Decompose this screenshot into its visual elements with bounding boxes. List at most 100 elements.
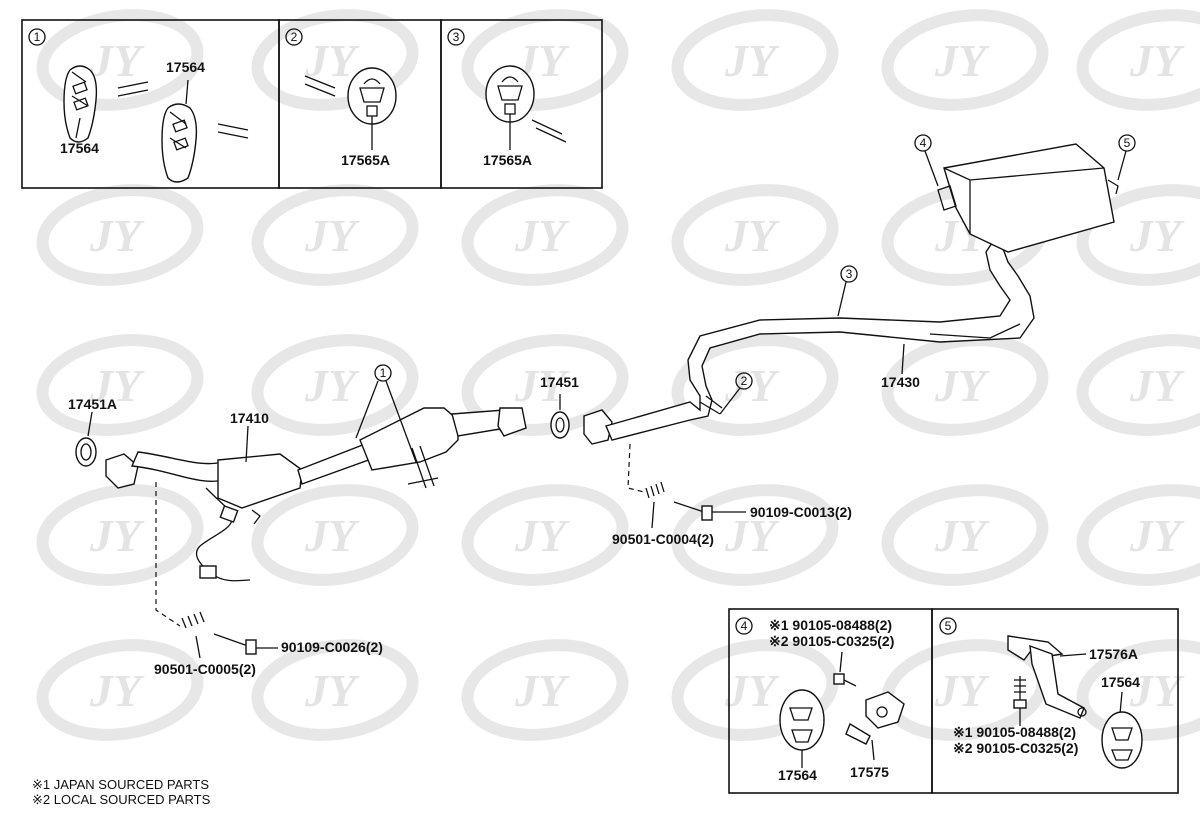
watermark-logo: JY xyxy=(251,334,419,436)
svg-text:JY: JY xyxy=(304,210,360,261)
part-label-17451A: 17451A xyxy=(68,396,117,412)
inset-5: 5 17576A 17564 ※1 90105-08488(2) ※2 9010… xyxy=(931,608,1179,794)
bolt-90109-C0026 xyxy=(213,633,257,655)
inset-number: 2 xyxy=(291,30,298,44)
svg-text:JY: JY xyxy=(89,210,145,261)
watermark-logo: JY xyxy=(881,484,1049,586)
callout-1: 1 xyxy=(355,364,417,463)
part-label-17564: 17564 xyxy=(1101,674,1140,690)
svg-text:JY: JY xyxy=(934,510,990,561)
main-assembly: 17451A 17410 1 xyxy=(68,134,1136,677)
watermark-logo: JY xyxy=(36,639,204,741)
watermark-logo: JY xyxy=(461,184,629,286)
watermark-logo: JY xyxy=(1076,184,1200,286)
part-label-90105-C0325: ※2 90105-C0325(2) xyxy=(769,633,894,649)
rod xyxy=(531,119,567,143)
rod xyxy=(304,75,336,97)
leader-line xyxy=(651,501,655,529)
watermark-logo: JY xyxy=(461,639,629,741)
part-label-17410: 17410 xyxy=(230,410,269,426)
front-pipe-17410 xyxy=(105,407,527,509)
inset-number-badge xyxy=(285,28,303,46)
part-label-17576A: 17576A xyxy=(1089,646,1138,662)
svg-text:JY: JY xyxy=(1129,360,1185,411)
part-label-90109-C0026: 90109-C0026(2) xyxy=(281,639,383,655)
svg-text:JY: JY xyxy=(304,665,360,716)
inset-number: 4 xyxy=(741,619,748,633)
leader-line xyxy=(185,79,189,105)
inset-number: 5 xyxy=(945,619,952,633)
inset-number-badge xyxy=(447,28,465,46)
part-label-17565A: 17565A xyxy=(341,152,390,168)
svg-text:JY: JY xyxy=(934,665,990,716)
watermark-logo: JY xyxy=(36,9,204,111)
hanger-17565A xyxy=(485,65,535,123)
svg-text:JY: JY xyxy=(304,510,360,561)
bolt xyxy=(833,673,857,687)
watermark-logo: JY xyxy=(1076,9,1200,111)
rod xyxy=(217,123,249,139)
hanger-17564-right xyxy=(161,103,198,183)
svg-text:JY: JY xyxy=(514,510,570,561)
svg-text:JY: JY xyxy=(89,510,145,561)
dashed-leader xyxy=(155,482,181,627)
svg-text:JY: JY xyxy=(724,35,780,86)
callout-2: 2 xyxy=(719,372,753,415)
part-label-17565A: 17565A xyxy=(483,152,532,168)
svg-text:JY: JY xyxy=(1129,665,1185,716)
bolt xyxy=(1013,676,1027,709)
gasket-17451A xyxy=(75,437,97,467)
svg-text:JY: JY xyxy=(1129,510,1185,561)
hanger-17564-left xyxy=(63,65,98,143)
inset-4: 4 ※1 90105-08488(2) ※2 90105-C0325(2) 17… xyxy=(728,608,933,794)
dashed-leader xyxy=(627,443,645,493)
watermark-logo: JY xyxy=(461,484,629,586)
callout-3: 3 xyxy=(837,265,858,317)
rod xyxy=(117,81,149,97)
watermark-logo: JY xyxy=(1076,484,1200,586)
watermark-logo: JY xyxy=(671,184,839,286)
bracket-17576A xyxy=(1007,635,1087,719)
svg-text:JY: JY xyxy=(934,360,990,411)
watermark-logo: JY xyxy=(251,184,419,286)
bracket-17575 xyxy=(845,691,905,745)
watermark-logo: JY xyxy=(461,9,629,111)
watermark-logo: JY xyxy=(36,184,204,286)
svg-text:JY: JY xyxy=(724,360,780,411)
watermark-logo: JY xyxy=(251,484,419,586)
svg-text:JY: JY xyxy=(514,210,570,261)
watermark-logo: JY xyxy=(1076,639,1200,741)
svg-text:3: 3 xyxy=(846,267,853,281)
leader-line xyxy=(1119,691,1123,715)
part-label-17564: 17564 xyxy=(166,59,205,75)
inset-1: 1 17564 17564 xyxy=(21,19,280,189)
watermark-logo: JY xyxy=(671,9,839,111)
svg-text:4: 4 xyxy=(920,136,927,150)
part-label-90105-08488: ※1 90105-08488(2) xyxy=(769,617,892,633)
inset-number: 3 xyxy=(453,30,460,44)
leader-line xyxy=(195,635,201,659)
hanger-17565A xyxy=(347,67,397,125)
watermark-logo: JY xyxy=(671,334,839,436)
svg-text:JY: JY xyxy=(1129,35,1185,86)
spring-90501-C0004 xyxy=(645,481,665,499)
leader-line xyxy=(75,117,81,139)
part-label-17564: 17564 xyxy=(778,767,817,783)
legend-local-sourced: ※2 LOCAL SOURCED PARTS xyxy=(32,792,211,807)
hanger-17564 xyxy=(1101,711,1143,769)
bolt-90109-C0013 xyxy=(673,501,713,521)
oxygen-sensor xyxy=(195,487,261,582)
spring-90501-C0005 xyxy=(181,611,205,629)
watermark-layer: JY JY JY JY JY JY JY JY JY JY JY JY JY JY JY JY JY JY JY JY… xyxy=(36,9,1200,741)
part-label-90105-08488: ※1 90105-08488(2) xyxy=(953,724,1076,740)
svg-text:JY: JY xyxy=(724,510,780,561)
svg-text:2: 2 xyxy=(741,374,748,388)
leader-line xyxy=(245,425,249,463)
watermark-logo: JY xyxy=(1076,334,1200,436)
muffler xyxy=(937,143,1119,253)
svg-text:JY: JY xyxy=(89,360,145,411)
leader-line xyxy=(87,411,93,437)
part-label-90105-C0325: ※2 90105-C0325(2) xyxy=(953,740,1078,756)
leader-line xyxy=(901,343,905,375)
